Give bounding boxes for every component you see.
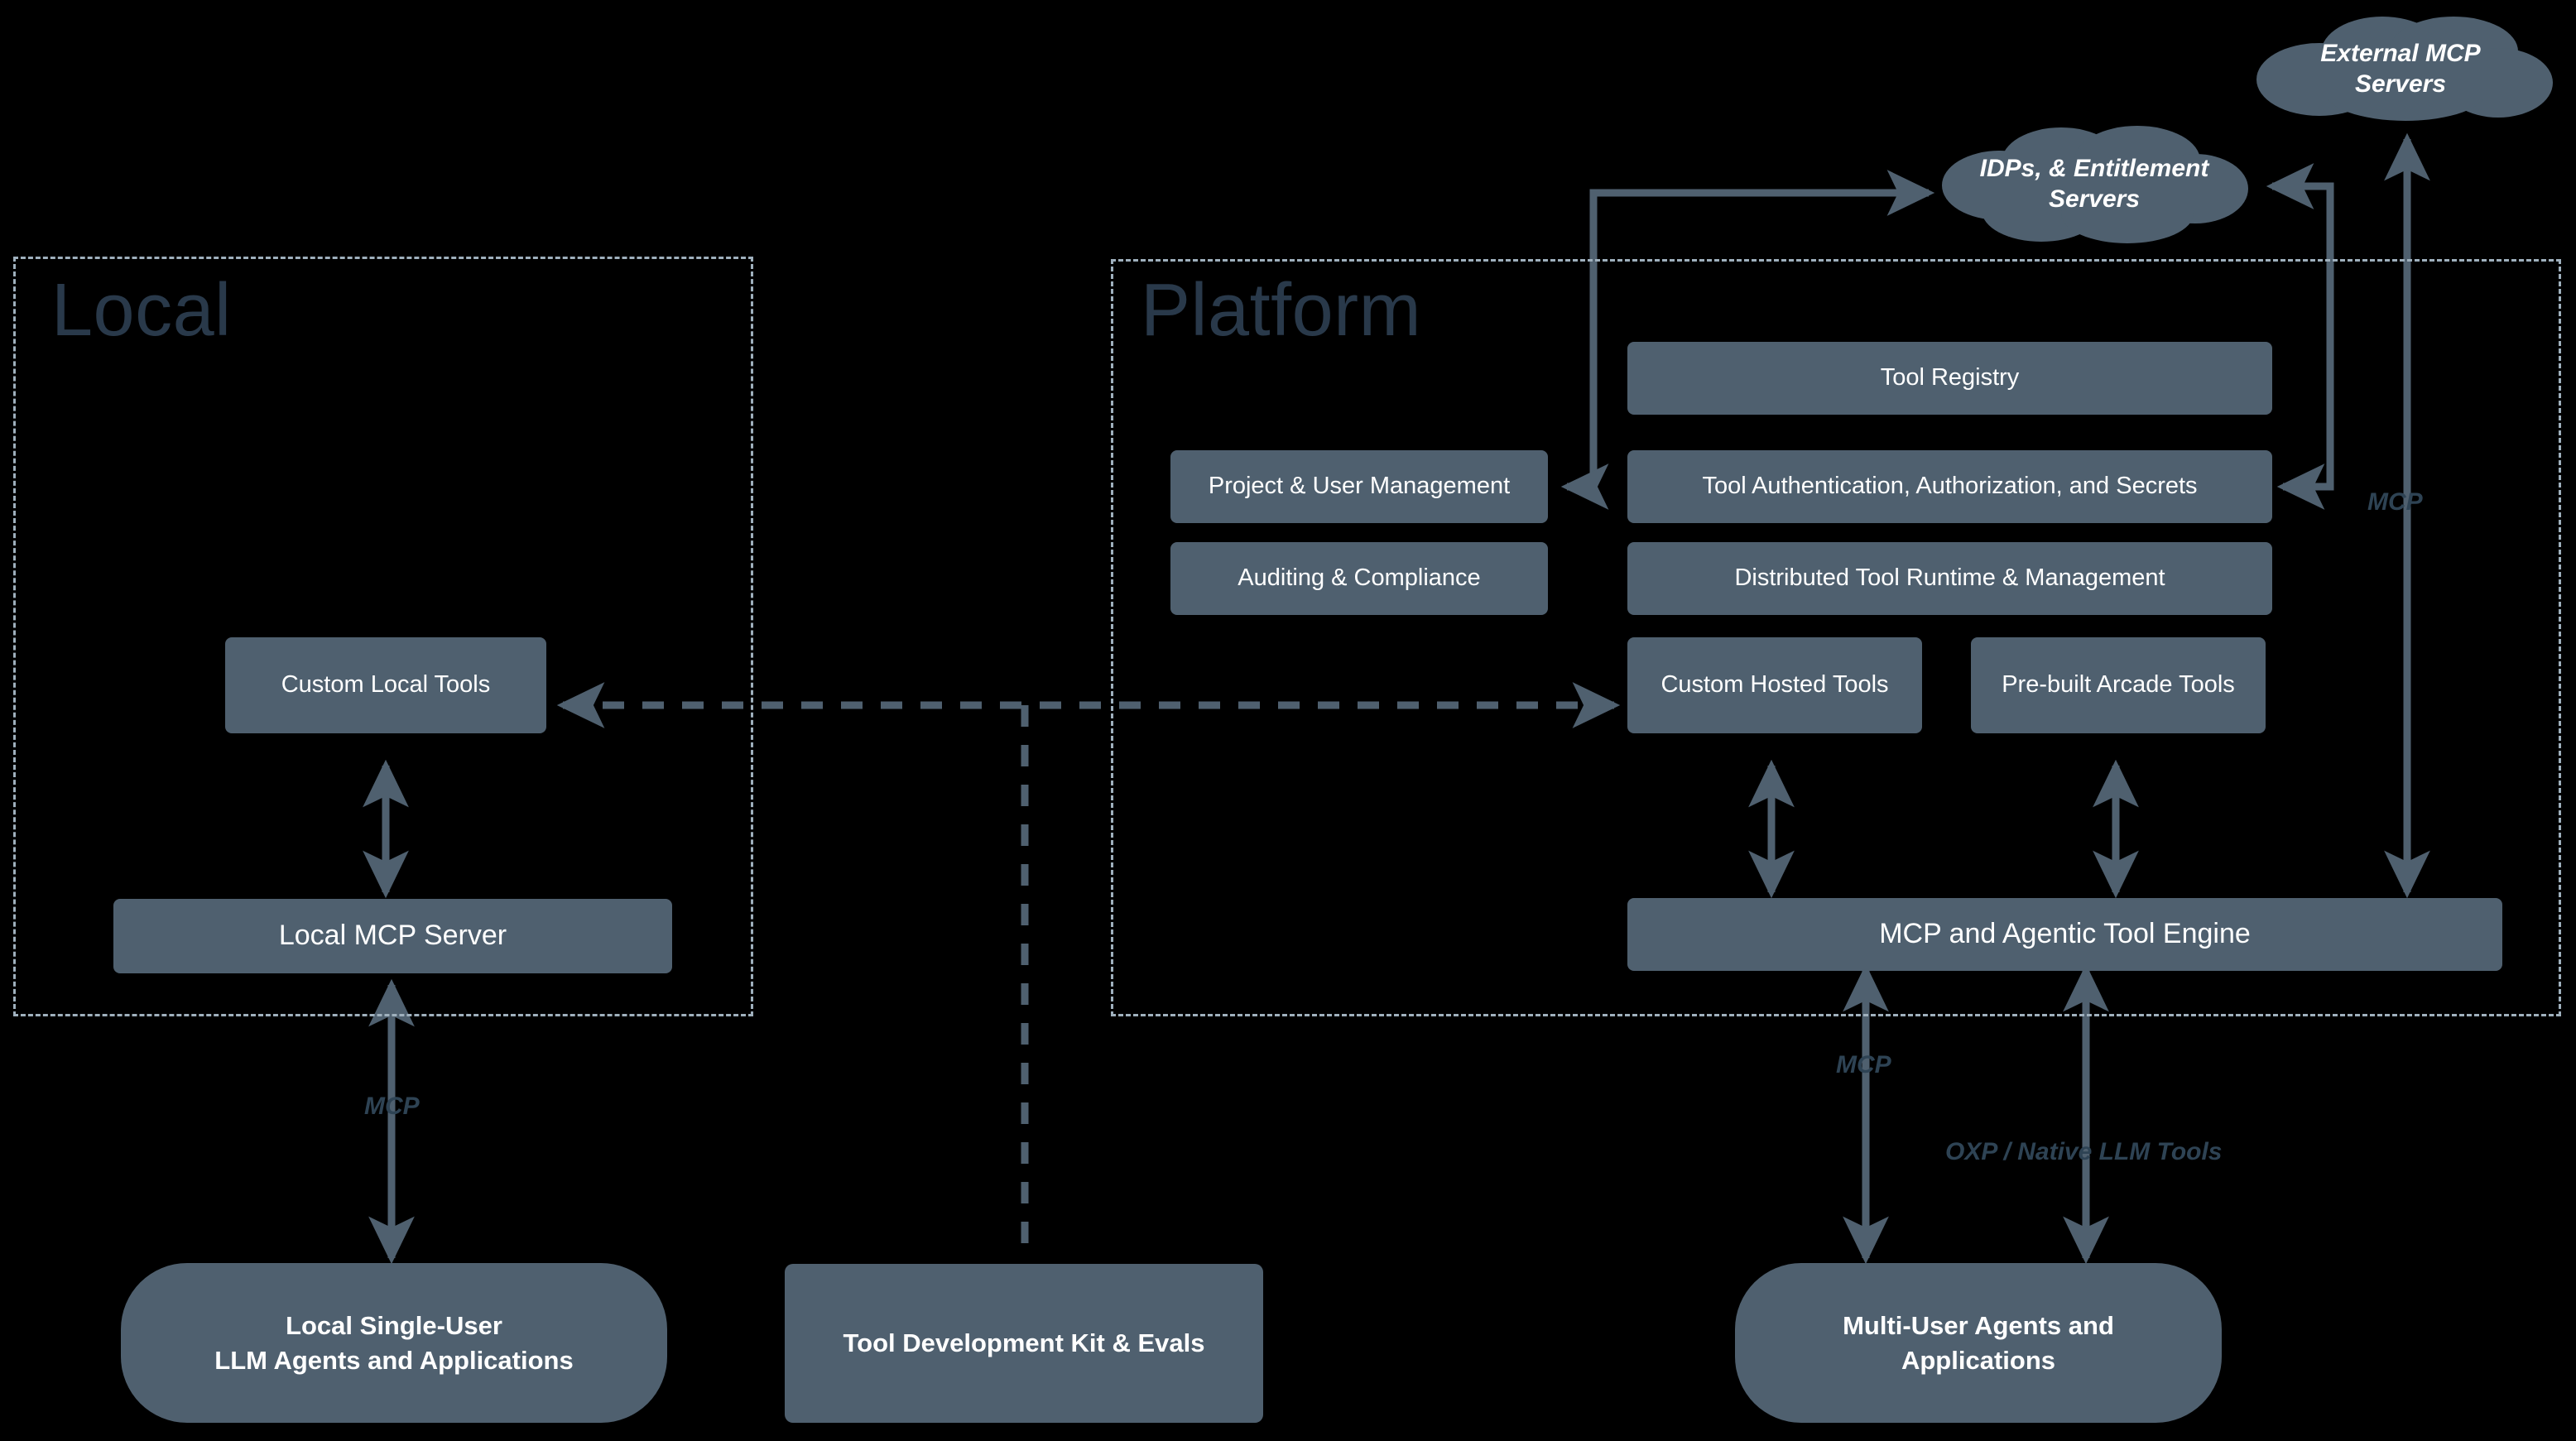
zone-local-title: Local	[51, 269, 232, 352]
cloud-external-mcp-servers[interactable]: External MCP Servers	[2243, 15, 2558, 122]
node-tool-development-kit[interactable]: Tool Development Kit & Evals	[785, 1264, 1263, 1423]
cloud-shape-icon	[1942, 126, 2248, 243]
node-prebuilt-arcade-tools[interactable]: Pre-built Arcade Tools	[1971, 637, 2266, 733]
node-mcp-agentic-tool-engine[interactable]: MCP and Agentic Tool Engine	[1627, 898, 2502, 971]
node-auditing-compliance[interactable]: Auditing & Compliance	[1170, 542, 1548, 615]
cloud-external-mcp-servers-label: External MCP Servers	[2320, 39, 2481, 98]
edge-label-local-mcp: MCP	[364, 1093, 420, 1120]
zone-local	[13, 257, 753, 1016]
node-tool-authentication[interactable]: Tool Authentication, Authorization, and …	[1627, 450, 2272, 523]
node-local-mcp-server[interactable]: Local MCP Server	[113, 899, 672, 973]
edge-label-external-mcp: MCP	[2367, 488, 2423, 516]
edge-label-oxp-native-llm-tools: OXP / Native LLM Tools	[1945, 1138, 2223, 1165]
node-local-single-user-agents[interactable]: Local Single-User LLM Agents and Applica…	[121, 1263, 667, 1423]
cloud-idps-entitlement-servers[interactable]: IDPs, & Entitlement Servers	[1929, 122, 2260, 245]
node-project-user-management[interactable]: Project & User Management	[1170, 450, 1548, 523]
node-custom-local-tools[interactable]: Custom Local Tools	[225, 637, 546, 733]
node-tool-registry[interactable]: Tool Registry	[1627, 342, 2272, 415]
node-custom-hosted-tools[interactable]: Custom Hosted Tools	[1627, 637, 1922, 733]
node-distributed-tool-runtime[interactable]: Distributed Tool Runtime & Management	[1627, 542, 2272, 615]
edge-label-platform-mcp: MCP	[1836, 1051, 1891, 1078]
cloud-idps-entitlement-servers-label: IDPs, & Entitlement Servers	[1979, 154, 2209, 214]
cloud-shape-icon	[2256, 17, 2553, 121]
node-multi-user-agents[interactable]: Multi-User Agents and Applications	[1735, 1263, 2222, 1423]
zone-platform	[1111, 259, 2561, 1016]
zone-platform-title: Platform	[1141, 269, 1422, 352]
